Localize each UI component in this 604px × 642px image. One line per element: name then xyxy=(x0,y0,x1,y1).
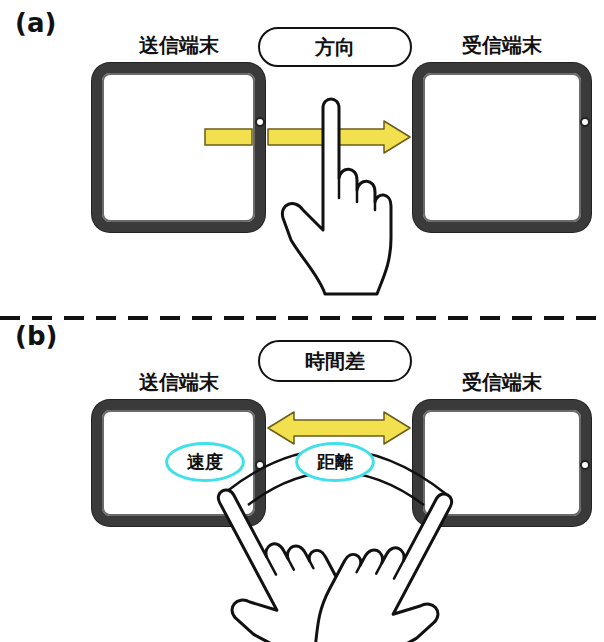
receiver-tablet: 受信端末 xyxy=(413,63,591,232)
tablet-button xyxy=(581,461,589,469)
direction-pill: 方向 xyxy=(258,27,412,67)
pointing-hand xyxy=(303,467,490,642)
sender-tablet: 送信端末 xyxy=(92,63,265,232)
pointing-hand xyxy=(180,463,367,642)
tablet-button xyxy=(581,118,589,126)
panel-label: (a) xyxy=(15,10,56,36)
block-arrow xyxy=(268,412,410,444)
time-difference-pill: 時間差 xyxy=(258,340,412,382)
distance-ellipse: 距離 xyxy=(295,442,375,482)
device-heading: 受信端末 xyxy=(413,370,591,394)
device-heading: 送信端末 xyxy=(92,33,265,57)
separator-line xyxy=(0,316,604,320)
swipe-arrow-part xyxy=(205,129,252,145)
ellipse-label: 距離 xyxy=(317,451,353,473)
speed-ellipse: 速度 xyxy=(165,442,245,482)
ellipse-label: 速度 xyxy=(187,451,223,473)
swipe-arc xyxy=(248,472,424,505)
block-arrow xyxy=(268,121,410,153)
tablet-button xyxy=(256,461,264,469)
pill-label: 方向 xyxy=(315,35,355,59)
device-heading: 送信端末 xyxy=(92,370,265,394)
device-heading: 受信端末 xyxy=(413,33,591,57)
swipe-arc xyxy=(226,449,446,494)
receiver-tablet: 受信端末 xyxy=(413,400,591,526)
pill-label: 時間差 xyxy=(305,349,365,373)
pointing-hand xyxy=(282,99,391,294)
tablet-button xyxy=(256,118,264,126)
sender-tablet: 送信端末速度 xyxy=(92,400,265,526)
panel-label: (b) xyxy=(15,323,57,349)
